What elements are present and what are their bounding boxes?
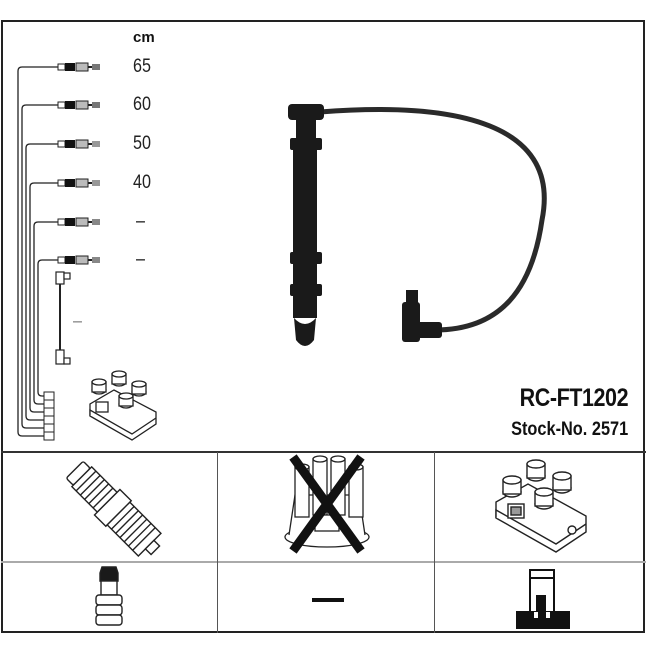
terminal-ends <box>43 391 55 441</box>
stock-number: Stock-No. 2571 <box>510 419 628 440</box>
part-number: RC-FT1202 <box>519 384 629 412</box>
coil-lead-length-label: – <box>73 311 82 332</box>
length-label-2: 60 <box>133 94 151 115</box>
lead-set-schematic <box>17 62 100 441</box>
length-label-5: – <box>136 211 145 232</box>
length-label-3: 50 <box>133 133 151 154</box>
divider-col-1 <box>217 452 218 633</box>
spark-plug-icon <box>66 461 162 557</box>
distributor-connector-none <box>312 598 344 602</box>
distributor-cap-excluded-icon <box>284 454 370 554</box>
coil-lead-small <box>55 271 71 365</box>
lead-connectors <box>57 62 100 265</box>
ignition-coil-icon <box>495 459 587 553</box>
plug-connector-boot-icon <box>95 566 123 626</box>
unit-label: cm <box>133 29 155 46</box>
diagram-frame <box>1 20 645 633</box>
divider-top-grid <box>1 451 646 453</box>
ignition-coil-small-icon <box>89 370 157 441</box>
coil-connector-terminal-icon <box>516 569 570 629</box>
ignition-cable-image <box>288 104 547 346</box>
divider-col-2 <box>434 452 435 633</box>
length-label-6: – <box>136 249 145 270</box>
length-label-1: 65 <box>133 56 151 77</box>
divider-mid-grid <box>1 561 646 563</box>
length-label-4: 40 <box>133 172 151 193</box>
